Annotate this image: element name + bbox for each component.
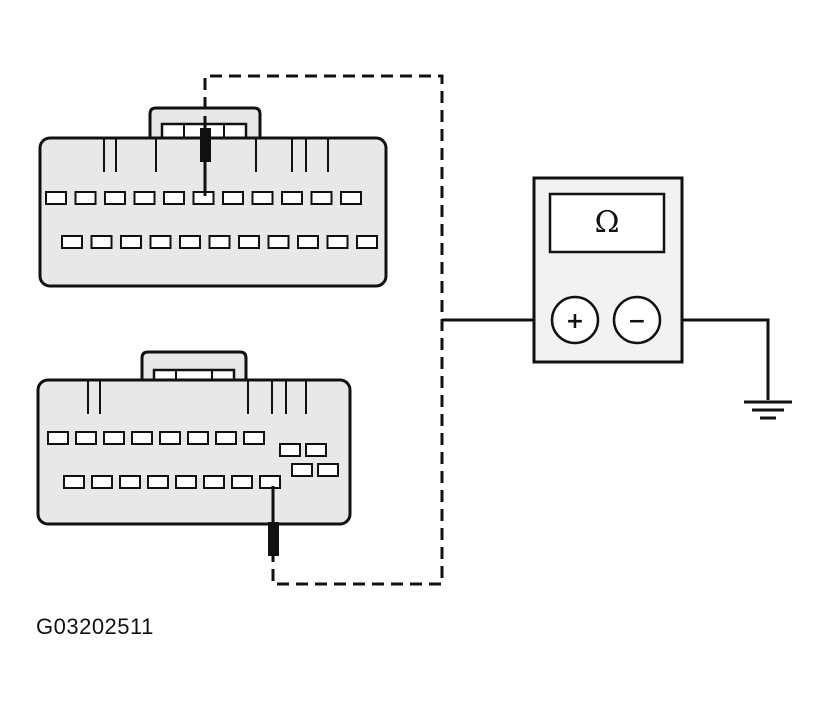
pin-cavity (310, 191, 333, 205)
pin-cavity (179, 235, 201, 249)
pin-cavity (215, 431, 237, 445)
pin-cavity (133, 191, 156, 205)
pin-cavity (291, 463, 313, 477)
figure-id-label: G03202511 (36, 614, 154, 639)
pin-cavity (75, 431, 97, 445)
pin-cavity (187, 431, 209, 445)
upper-pin-row-2 (61, 235, 378, 249)
ohmmeter: Ω + − (532, 176, 684, 364)
pin-cavity (251, 191, 274, 205)
pin-cavity (203, 475, 225, 489)
negative-terminal (612, 295, 662, 345)
upper-back-probe (200, 128, 211, 196)
pin-cavity (149, 235, 172, 249)
pin-cavity (281, 191, 303, 205)
pin-cavity (159, 431, 181, 445)
pin-cavity (208, 235, 231, 249)
pin-cavity (90, 235, 113, 249)
lower-connector-body (36, 378, 352, 526)
pin-cavity (267, 235, 290, 249)
lower-pin-row-1 (47, 431, 265, 445)
pin-cavity (317, 463, 339, 477)
ohmmeter-display (548, 192, 666, 254)
ohm-symbol: Ω (595, 205, 620, 240)
pin-cavity (305, 443, 327, 457)
pin-cavity (222, 191, 244, 205)
pin-cavity (120, 235, 142, 249)
pin-cavity (131, 431, 153, 445)
pin-cavity (74, 191, 97, 205)
lower-back-probe (268, 486, 279, 560)
pin-cavity (326, 235, 349, 249)
pin-cavity (231, 475, 253, 489)
upper-pin-row-1 (45, 191, 362, 205)
pin-cavity (238, 235, 260, 249)
pin-cavity (147, 475, 169, 489)
pin-cavity (340, 191, 362, 205)
pin-cavity (163, 191, 185, 205)
negative-lead-wire (660, 318, 770, 400)
pin-cavity (119, 475, 141, 489)
pin-cavity (45, 191, 67, 205)
pin-cavity (47, 431, 69, 445)
lower-pin-row-2 (63, 475, 281, 489)
pin-cavity (61, 235, 83, 249)
pin-cavity (175, 475, 197, 489)
upper-connector (38, 106, 388, 288)
pin-cavity (243, 431, 265, 445)
pin-cavity (104, 191, 126, 205)
lower-connector (36, 350, 352, 526)
pin-cavity (297, 235, 319, 249)
pin-cavity (103, 431, 125, 445)
pin-cavity (91, 475, 113, 489)
upper-connector-body (38, 136, 388, 288)
plus-icon: + (566, 309, 584, 334)
positive-terminal (550, 295, 600, 345)
test-lead-jumper (203, 74, 444, 586)
minus-icon: − (628, 309, 646, 334)
lower-pin-group-right (279, 443, 339, 477)
pin-cavity (356, 235, 378, 249)
ground-icon (744, 400, 792, 420)
pin-cavity (63, 475, 85, 489)
pin-cavity (279, 443, 301, 457)
pin-cavity (259, 475, 281, 489)
